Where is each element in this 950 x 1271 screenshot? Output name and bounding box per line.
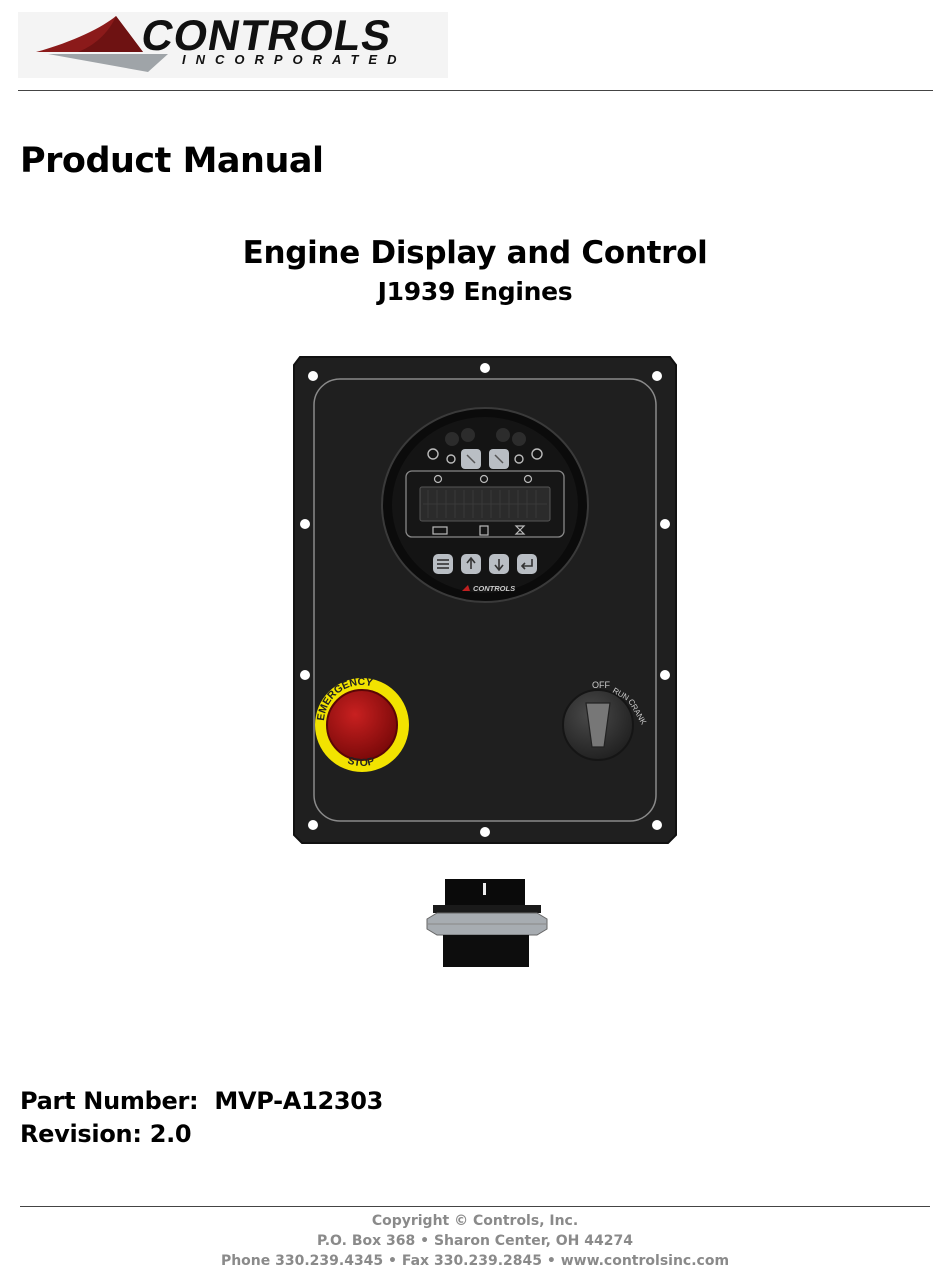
svg-text:OFF: OFF xyxy=(592,680,610,690)
company-logo xyxy=(18,12,448,78)
part-number-value: MVP-A12303 xyxy=(214,1087,384,1115)
footer-divider xyxy=(20,1206,930,1207)
connector-image xyxy=(426,879,548,967)
revision-value: 2.0 xyxy=(149,1120,192,1148)
footer-address: P.O. Box 368 • Sharon Center, OH 44274 xyxy=(317,1233,633,1249)
part-number-label: Part Number: xyxy=(20,1087,199,1115)
header-divider xyxy=(18,90,933,91)
footer-contact: Phone 330.239.4345 • Fax 330.239.2845 • … xyxy=(220,1253,730,1269)
svg-text:STOP: STOP xyxy=(346,755,376,770)
svg-text:CONTROLS: CONTROLS xyxy=(473,584,515,593)
revision-label: Revision: xyxy=(20,1120,142,1148)
document-type-heading: Product Manual xyxy=(20,141,324,181)
document-subtitle: J1939 Engines xyxy=(377,277,573,306)
part-number-line: Part Number: MVP-A12303 xyxy=(20,1086,383,1116)
logo-subtitle: INCORPORATED xyxy=(182,52,407,67)
revision-line: Revision: 2.0 xyxy=(20,1119,192,1149)
engine-control-panel-image: CONTROLS EMERGENCY STOP OFF RUN CRANK xyxy=(293,356,677,844)
document-title: Engine Display and Control xyxy=(242,235,708,271)
mounting-holes xyxy=(300,363,670,837)
footer-copyright: Copyright © Controls, Inc. xyxy=(371,1213,579,1229)
